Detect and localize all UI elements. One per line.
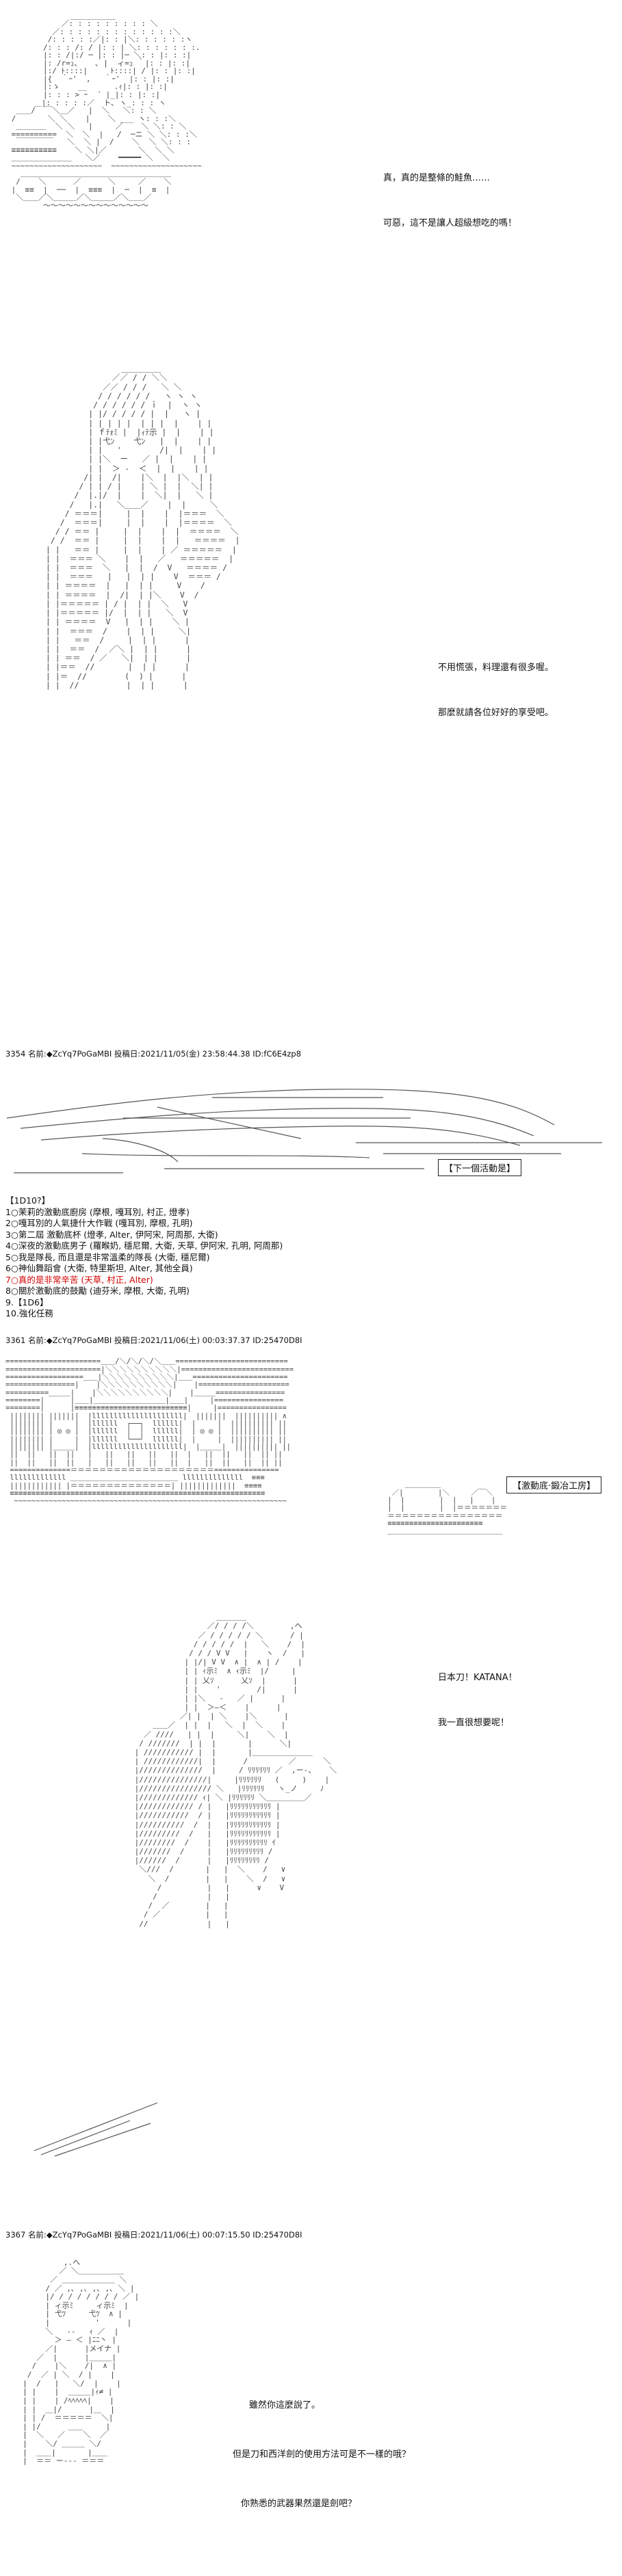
vote-item: 2○嘎耳別的人氣捷什大作戰 (嘎耳別, 摩根, 孔明)	[5, 1218, 193, 1228]
post-name-label: 名前:	[27, 1336, 47, 1345]
post-id: ID:25470D8I	[252, 2230, 302, 2240]
post-number: 3354	[5, 1049, 26, 1059]
post-date-label: 投稿日:	[114, 1336, 141, 1345]
vote-item: 6○神仙舞蹈會 (大衛, 特里斯坦, Alter, 其他全員)	[5, 1263, 193, 1273]
post-header: 3354 名前:◆ZcYq7PoGaMBI 投稿日:2021/11/05(金) …	[5, 1048, 301, 1059]
panel-forge: ======================＿＿/＼/＼/＼/＼＿＿======…	[0, 1351, 622, 1576]
dialog-line: 那麼就請各位好好的享受吧。	[438, 708, 554, 718]
vote-item: 10.強化任務	[5, 1308, 53, 1318]
vote-item-selected: 7○真的是非常辛苦 (天草, 村正, Alter)	[5, 1274, 153, 1285]
vote-item: 8○關於激動底的鼓勵 (迪芬米, 摩根, 大衛, 孔明)	[5, 1286, 190, 1296]
post-number: 3361	[5, 1336, 26, 1345]
motion-lines	[34, 2102, 158, 2157]
dialog-line: 不用慌張，料理還有很多喔。	[438, 663, 554, 673]
ascii-art-character-salmon: ＿＿＿＿＿＿ ／: : : : : : : : : ＼ ／: : : : : :…	[11, 11, 202, 210]
panel-salmon: ＿＿＿＿＿＿ ／: : : : : : : : : ＼ ／: : : : : :…	[0, 0, 622, 321]
vote-list-panel: 【1D10?】 1○茉莉的激動底廚房 (摩根, 嘎耳別, 村正, 燈孝) 2○嘎…	[0, 1195, 622, 1332]
panel-sky: 【下一個活動是】	[0, 1077, 622, 1186]
post-trip: ◆ZcYq7PoGaMBI	[46, 1049, 112, 1059]
vote-item: 4○深夜的激動底男子 (羅睺奶, 穩尼爾, 大衛, 天草, 伊阿宋, 孔明, 阿…	[5, 1240, 283, 1251]
vote-item: 1○茉莉的激動底廚房 (摩根, 嘎耳別, 村正, 燈孝)	[5, 1206, 190, 1217]
post-trip: ◆ZcYq7PoGaMBI	[46, 1336, 112, 1345]
post-number: 3367	[5, 2230, 26, 2240]
dialog-line: 雖然你這麼說了。	[249, 2400, 321, 2411]
post-date: 2021/11/06(土) 00:07:15.50	[140, 2230, 250, 2240]
dialog-line: 但是刀和西洋劍的使用方法可是不一樣的哦？	[233, 2449, 411, 2460]
dialog-katana: 日本刀！KATANA！ 我一直很想要呢！	[438, 1641, 517, 1761]
vote-item: 5○我是隊長, 而且還是非常溫柔的隊長 (大衛, 穩尼爾)	[5, 1251, 210, 1262]
dialog-host: 不用慌張，料理還有很多喔。 那麼就請各位好好的享受吧。	[438, 630, 554, 751]
dialog-line: 真，真的是整條的鮭魚……	[383, 173, 491, 183]
ascii-art-character-host: ＿＿＿＿＿ ／／ / / ＼＼ ／／ / / / ＼ ＼ / / / / / /…	[45, 364, 240, 690]
panel-host: ＿＿＿＿＿ ／／ / / ＼＼ ／／ / / / ＼ ＼ / / / / / /…	[0, 328, 622, 1039]
dialog-line: 我一直很想要呢！	[438, 1718, 510, 1728]
post-date-label: 投稿日:	[114, 2230, 141, 2240]
next-activity-label: 【下一個活動是】	[438, 1159, 522, 1176]
ascii-art-character-katana: ＿＿＿＿ ／/ / / /＼ ,ヘ ／ / / / / / ＼ / | / / …	[134, 1612, 337, 1928]
sky-sketch	[6, 1089, 602, 1173]
post-date: 2021/11/05(金) 23:58:44.38	[140, 1049, 250, 1059]
post-header: 3361 名前:◆ZcYq7PoGaMBI 投稿日:2021/11/06(土) …	[5, 1335, 302, 1346]
ascii-art-character-explain: ,.へ ／ ＼＿＿＿＿＿＿ ／ ＿＿＿＿＿＿＿ ＼ / ／ ,､ ,､ ,､ ,…	[23, 2257, 140, 2466]
post-date-label: 投稿日:	[114, 1049, 141, 1059]
dialog-line: 可惡，這不是讓人超級想吃的嗎！	[383, 218, 517, 228]
post-header: 3367 名前:◆ZcYq7PoGaMBI 投稿日:2021/11/06(土) …	[5, 2229, 302, 2240]
vote-item: 3○第二屆 激動底杯 (燈孝, Alter, 伊阿宋, 阿周那, 大衛)	[5, 1229, 218, 1240]
post-date: 2021/11/06(土) 00:03:37.37	[140, 1336, 250, 1345]
ascii-art-forge-building: ======================＿＿/＼/＼/＼/＼＿＿======…	[5, 1357, 294, 1506]
ascii-art-forge-ground: ＿＿＿＿＿ ／| |＼ ／￣＼ | | | | | | | | | |＝＝＝＝＝…	[387, 1480, 507, 1536]
vote-header: 【1D10?】	[5, 1195, 51, 1206]
vote-item: 9.【1D6】	[5, 1297, 49, 1307]
dialog-line: 你熟悉的武器果然還是劍吧？	[241, 2499, 357, 2509]
vote-list: 【1D10?】 1○茉莉的激動底廚房 (摩根, 嘎耳別, 村正, 燈孝) 2○嘎…	[5, 1195, 283, 1320]
dialog-line: 日本刀！KATANA！	[438, 1673, 517, 1683]
panel-katana: ＿＿＿＿ ／/ / / /＼ ,ヘ ／ / / / / / ＼ / | / / …	[0, 1597, 622, 2219]
place-label: 【激動底‧鍛冶工房】	[506, 1476, 602, 1493]
panel-explain: ,.へ ／ ＼＿＿＿＿＿＿ ／ ＿＿＿＿＿＿＿ ＼ / ／ ,､ ,､ ,､ ,…	[0, 2250, 622, 2571]
post-id: ID:25470D8I	[252, 1336, 302, 1345]
dialog-explain: 雖然你這麼說了。 但是刀和西洋劍的使用方法可是不一樣的哦？ 你熟悉的武器果然還是…	[233, 2365, 411, 2545]
post-name-label: 名前:	[27, 1049, 47, 1059]
dialog-salmon: 真，真的是整條的鮭魚…… 可惡，這不是讓人超級想吃的嗎！	[383, 141, 517, 261]
post-id: ID:fC6E4zp8	[252, 1049, 302, 1059]
post-name-label: 名前:	[27, 2230, 47, 2240]
post-trip: ◆ZcYq7PoGaMBI	[46, 2230, 112, 2240]
